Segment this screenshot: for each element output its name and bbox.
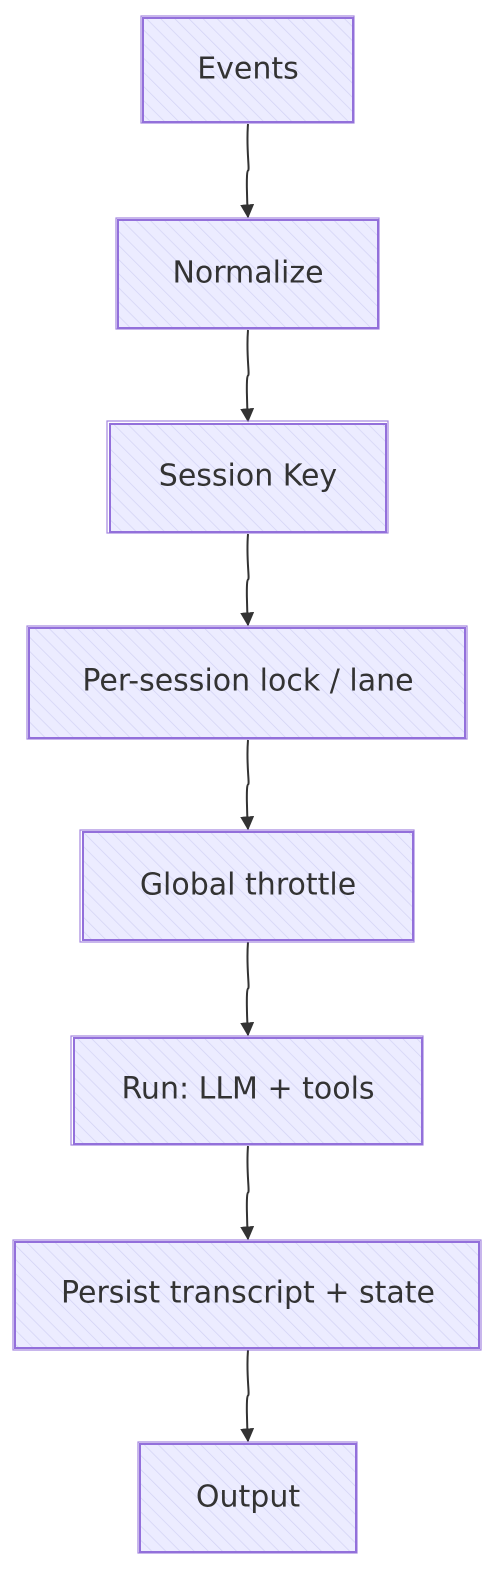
node-output-box: [139, 1443, 357, 1553]
node-per-session-lock-sketch: [26, 625, 468, 740]
node-persist-label: Persist transcript + state: [61, 1276, 435, 1311]
edge-normalize-to-session-key: [240, 329, 255, 423]
node-persist-box: [14, 1241, 480, 1349]
node-run-label: Run: LLM + tools: [121, 1072, 374, 1107]
node-global-throttle-box: [82, 831, 414, 941]
node-normalize-sketch: [115, 217, 380, 330]
node-events: Events: [140, 15, 355, 124]
node-session-key-label: Session Key: [159, 459, 337, 494]
node-events-box: [142, 17, 354, 123]
node-global-throttle-label: Global throttle: [140, 868, 356, 903]
node-persist-sketch: [12, 1239, 482, 1351]
node-global-throttle: Global throttle: [79, 829, 415, 943]
edge-session-key-to-per-session-lock: [240, 533, 255, 627]
edges-layer: [240, 123, 255, 1443]
node-output-sketch: [137, 1441, 358, 1554]
edge-per-session-lock-to-global-throttle: [240, 739, 255, 831]
node-per-session-lock-label: Per-session lock / lane: [82, 664, 413, 699]
node-session-key-box: [109, 423, 387, 533]
node-run: Run: LLM + tools: [70, 1035, 424, 1146]
edge-run-to-persist: [240, 1145, 255, 1241]
node-events-sketch: [140, 15, 355, 124]
node-global-throttle-sketch: [79, 829, 415, 943]
node-events-label: Events: [197, 52, 299, 87]
node-per-session-lock-box: [28, 627, 466, 739]
node-per-session-lock: Per-session lock / lane: [26, 625, 468, 740]
edge-events-to-normalize: [240, 123, 255, 219]
node-normalize-label: Normalize: [172, 256, 323, 291]
node-output: Output: [137, 1441, 358, 1554]
node-normalize: Normalize: [115, 217, 380, 330]
node-run-box: [73, 1037, 423, 1145]
node-output-label: Output: [196, 1480, 300, 1515]
node-run-sketch: [70, 1035, 424, 1146]
node-session-key-sketch: [106, 420, 389, 534]
node-normalize-box: [117, 219, 379, 329]
node-session-key: Session Key: [106, 420, 389, 534]
edge-persist-to-output: [240, 1349, 255, 1443]
node-persist: Persist transcript + state: [12, 1239, 482, 1351]
edge-global-throttle-to-run: [240, 941, 255, 1037]
